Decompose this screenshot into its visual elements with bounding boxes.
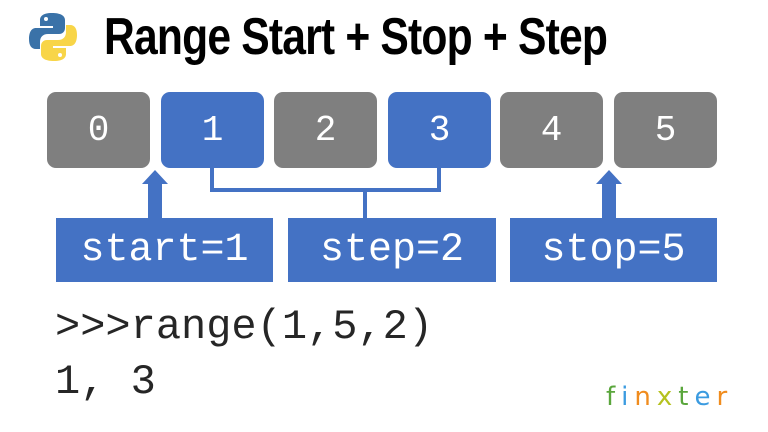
sequence-cell-4: 4: [500, 92, 603, 168]
finxter-logo: finxter: [606, 382, 733, 412]
start-arrow-icon: [142, 170, 168, 220]
page-title: Range Start + Stop + Step: [104, 8, 608, 66]
brand-letter: n: [634, 382, 657, 412]
python-logo-icon: [29, 13, 77, 61]
sequence-cell-0: 0: [47, 92, 150, 168]
stop-label: stop=5: [510, 218, 717, 282]
brand-letter: f: [606, 382, 622, 412]
step-label: step=2: [288, 218, 496, 282]
brand-letter: e: [694, 382, 717, 412]
brand-letter: x: [656, 382, 679, 412]
code-output: 1, 3: [55, 358, 156, 406]
sequence-cell-3: 3: [388, 92, 491, 168]
brand-letter: r: [716, 382, 734, 412]
sequence-cell-2: 2: [274, 92, 377, 168]
code-input: >>>range(1,5,2): [55, 303, 434, 351]
start-label: start=1: [56, 218, 273, 282]
sequence-cell-5: 5: [614, 92, 717, 168]
brand-letter: t: [678, 382, 695, 412]
brand-letter: i: [621, 382, 635, 412]
sequence-cell-1: 1: [161, 92, 264, 168]
stop-arrow-icon: [596, 170, 622, 220]
